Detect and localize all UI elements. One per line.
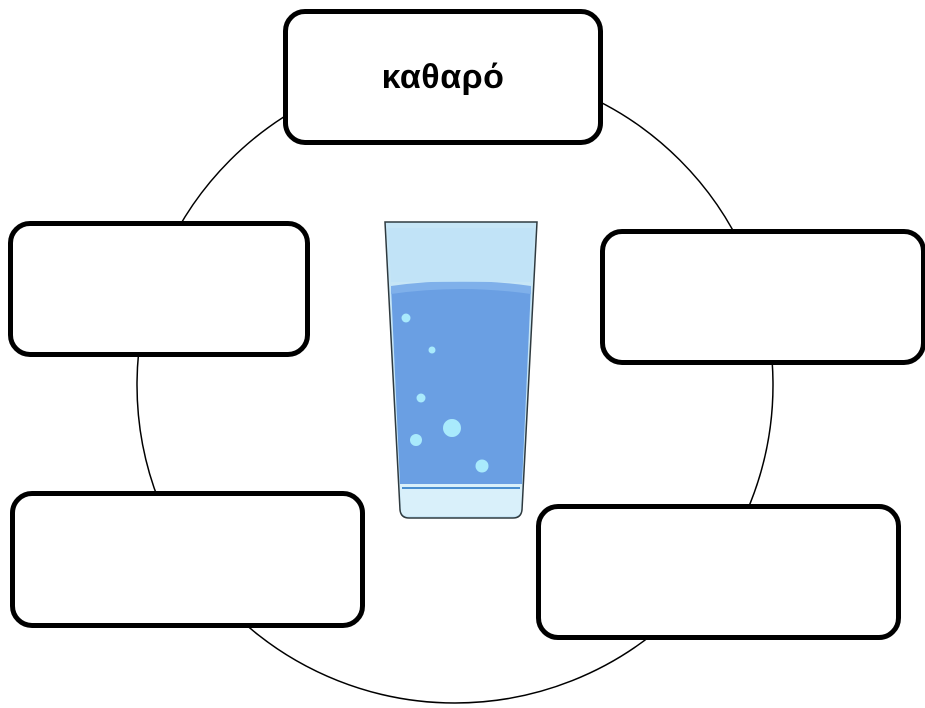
glass-of-water-icon	[380, 216, 540, 526]
text-box-top[interactable]: καθαρό	[283, 9, 603, 145]
text-box-left-lower[interactable]	[10, 491, 365, 628]
text-box-right-upper[interactable]	[600, 229, 925, 365]
text-box-right-lower[interactable]	[536, 504, 901, 640]
text-box-left-upper[interactable]	[8, 221, 310, 357]
